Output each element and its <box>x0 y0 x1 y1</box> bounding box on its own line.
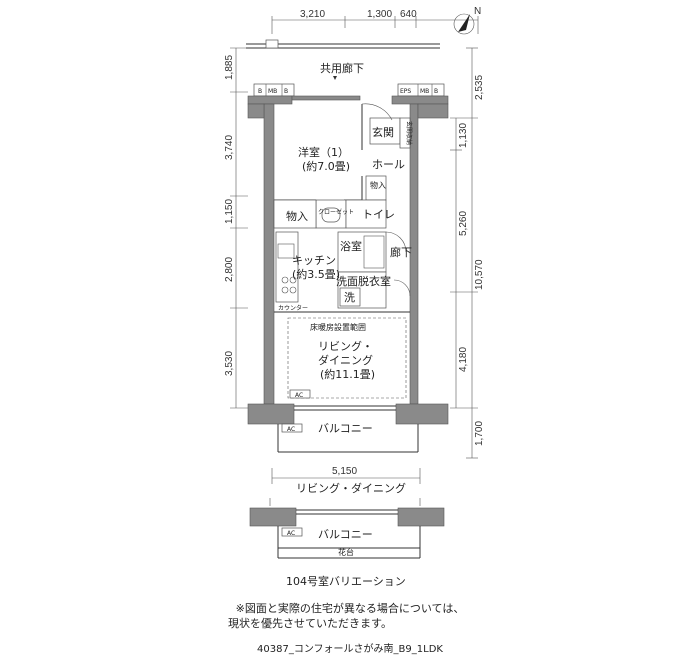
right-dimensions: 1,130 5,260 4,180 2,535 10,570 1,700 <box>450 47 485 459</box>
corridor-label: 共用廊下 <box>320 61 364 75</box>
dim-left-2: 3,740 <box>224 135 235 160</box>
left-dimensions: 1,885 3,740 1,150 2,800 3,530 <box>224 47 248 409</box>
floor-heating-label: 床暖房設置範囲 <box>310 322 366 332</box>
living-size: (約11.1畳) <box>320 367 375 381</box>
balcony-label: バルコニー <box>318 422 373 435</box>
footer-code: 40387_コンフォールさがみ南_B9_1LDK <box>257 644 443 655</box>
disclaimer-line-1: ※図面と実際の住宅が異なる場合については、 <box>235 602 465 615</box>
meter-left-b1: B <box>258 88 262 95</box>
washroom-label: 洗面脱衣室 <box>336 274 391 288</box>
shoe-storage-label: 玄関収納 <box>405 121 413 145</box>
variation-caption: 104号室バリエーション <box>286 574 406 588</box>
ac-label-balcony: AC <box>287 426 295 433</box>
dim-left-5: 3,530 <box>224 351 235 376</box>
counter-label: カウンター <box>278 304 308 312</box>
toilet-label: トイレ <box>362 208 395 221</box>
walls <box>247 95 449 425</box>
storage-label: 物入 <box>286 209 308 223</box>
dim-top-3: 640 <box>400 9 417 20</box>
entrance-label: 玄関 <box>372 125 394 139</box>
dim-right-inner-2: 5,260 <box>458 211 469 236</box>
hallway-label: 廊下 <box>390 245 412 259</box>
dining-label: ダイニング <box>318 353 373 367</box>
corridor-railing <box>246 39 440 49</box>
dim-width-bottom: 5,150 <box>332 466 357 477</box>
bottom-dimension: 5,150 <box>271 466 421 484</box>
balcony: AC <box>277 423 419 453</box>
dim-right-inner-1: 1,130 <box>458 123 469 148</box>
kitchen-size: (約3.5畳) <box>292 267 340 281</box>
hall-label: ホール <box>372 158 405 171</box>
north-arrow-icon: N <box>453 6 481 35</box>
dim-left-3: 1,150 <box>224 199 235 224</box>
meter-box-right: EPS MB B <box>397 83 445 97</box>
disclaimer-line-2: 現状を優先させていただきます。 <box>228 617 392 630</box>
meter-right-b: B <box>434 88 438 95</box>
dim-right-outer-2: 10,570 <box>474 259 485 290</box>
meter-left-mb: MB <box>268 88 277 95</box>
variation-living-dining-label: リビング・ダイニング <box>296 481 406 495</box>
variation-plan <box>249 498 445 559</box>
storage-hall-label: 物入 <box>370 180 386 190</box>
western-room-size: (約7.0畳) <box>302 159 350 173</box>
variation-balcony-label: バルコニー <box>318 528 373 541</box>
planter-label: 花台 <box>338 547 354 557</box>
meter-box-left: B MB B <box>253 83 295 97</box>
living-label: リビング・ <box>318 339 373 353</box>
variation-ac-label: AC <box>287 530 295 537</box>
washer-label: 洗 <box>344 291 355 304</box>
dim-top-1: 3,210 <box>300 9 325 20</box>
dim-left-4: 2,800 <box>224 257 235 282</box>
north-label: N <box>474 6 481 17</box>
western-room-label: 洋室（1） <box>298 145 349 159</box>
top-dimensions: 3,210 1,300 640 <box>271 9 479 34</box>
dim-right-outer-1: 2,535 <box>474 75 485 100</box>
entry-marker-icon <box>333 76 337 80</box>
meter-right-mb: MB <box>420 88 429 95</box>
dim-left-1: 1,885 <box>224 55 235 80</box>
kitchen-label: キッチン <box>292 254 336 267</box>
meter-left-b2: B <box>284 88 288 95</box>
dim-right-outer-3: 1,700 <box>474 421 485 446</box>
dim-right-inner-3: 4,180 <box>458 347 469 372</box>
ac-label-living: AC <box>295 392 303 399</box>
bathroom-label: 浴室 <box>340 239 362 253</box>
closet-label: クローゼット <box>318 208 354 216</box>
meter-right-eps: EPS <box>400 88 411 95</box>
interior-partitions <box>273 103 411 411</box>
dim-top-2: 1,300 <box>367 9 392 20</box>
